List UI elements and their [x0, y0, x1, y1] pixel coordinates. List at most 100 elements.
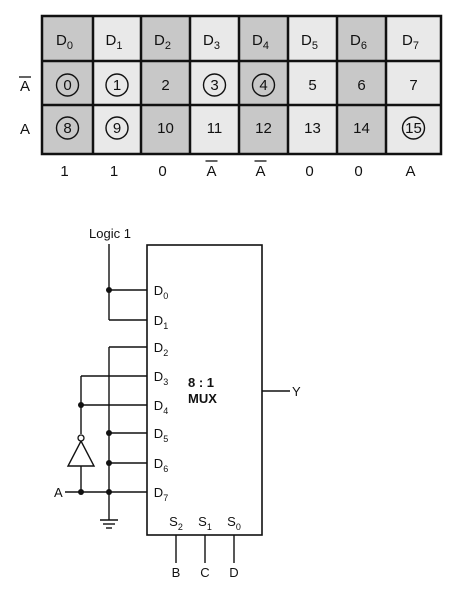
cell-value: 6	[357, 77, 365, 94]
table-cell	[42, 105, 93, 154]
result-value: A	[255, 163, 265, 180]
column-header: D5	[301, 32, 318, 52]
table-cell	[141, 105, 190, 154]
cell-value: 8	[63, 120, 71, 137]
result-value: 0	[158, 163, 166, 180]
column-header: D3	[203, 32, 220, 52]
junction-dot	[78, 402, 84, 408]
ground-icon	[100, 519, 118, 529]
mux-input-label: D0	[154, 283, 168, 301]
column-header: D6	[350, 32, 367, 52]
mux-input-label: D7	[154, 485, 168, 503]
result-value: A	[405, 163, 415, 180]
mux-box	[146, 244, 263, 536]
result-value: A	[206, 163, 216, 180]
table-cell	[239, 16, 288, 61]
circle-mark	[55, 73, 80, 97]
table-cell	[239, 61, 288, 105]
circle-mark	[202, 73, 227, 97]
cell-value: 2	[161, 77, 169, 94]
cell-value: 5	[308, 77, 316, 94]
select-variable: C	[200, 565, 209, 580]
mux-label-ratio: 8 : 1	[188, 375, 214, 390]
output-label: Y	[292, 384, 301, 399]
column-header: D2	[154, 32, 171, 52]
cell-value: 1	[113, 77, 121, 94]
cell-value: 3	[210, 77, 218, 94]
table-cells	[42, 16, 441, 154]
table-cell	[288, 61, 337, 105]
mux-select-label: S1	[198, 514, 212, 532]
table-cell	[288, 16, 337, 61]
row-label: A	[20, 78, 30, 95]
logic-1-label: Logic 1	[89, 226, 131, 241]
table-cell	[42, 61, 93, 105]
column-header: D0	[56, 32, 73, 52]
junction-dot	[106, 489, 112, 495]
mux-input-label: D2	[154, 340, 168, 358]
mux-input-label: D3	[154, 369, 168, 387]
table-cell	[93, 16, 141, 61]
junction-dot	[106, 460, 112, 466]
cell-value: 13	[304, 120, 321, 137]
cell-value: 14	[353, 120, 370, 137]
mux-input-label: D6	[154, 456, 168, 474]
mux-select-label: S0	[227, 514, 241, 532]
table-cell	[190, 105, 239, 154]
table-cell	[337, 61, 386, 105]
a-input-label: A	[54, 485, 63, 500]
cell-value: 15	[405, 120, 422, 137]
column-header: D1	[106, 32, 123, 52]
table-cell	[141, 16, 190, 61]
table-cell	[288, 105, 337, 154]
mux-circuit: 8 : 1 MUX Y Logic 1	[54, 226, 301, 580]
cell-value: 7	[409, 77, 417, 94]
table-cell	[190, 61, 239, 105]
mux-input-label: D4	[154, 398, 168, 416]
circle-mark	[105, 73, 129, 97]
result-value: 1	[110, 163, 118, 180]
mux-input-label: D5	[154, 426, 168, 444]
cell-value: 11	[207, 120, 223, 137]
table-cell	[190, 16, 239, 61]
table-vlines	[91, 16, 388, 154]
row-label: A	[20, 121, 30, 138]
table-cell	[386, 105, 441, 154]
mux-select-label: S2	[169, 514, 183, 532]
column-header: D4	[252, 32, 269, 52]
result-value: 0	[354, 163, 362, 180]
table-border	[40, 14, 443, 156]
junction-dot	[106, 430, 112, 436]
mux-select-labels: S2B S1C S0D	[169, 514, 241, 580]
cell-value: 9	[113, 120, 121, 137]
table-cell	[93, 61, 141, 105]
table-cell	[93, 105, 141, 154]
junction-dot	[106, 287, 112, 293]
table-cell	[337, 105, 386, 154]
table-cell	[386, 61, 441, 105]
column-headers: D0 D1 D2 D3 D4 D5 D6 D7	[56, 32, 419, 52]
circle-mark	[105, 116, 129, 140]
junction-dot	[78, 489, 84, 495]
table-cell	[337, 16, 386, 61]
table-cell	[42, 16, 93, 61]
cell-value: 12	[255, 120, 272, 137]
result-row: 1 1 0 A A 0 0 A	[60, 160, 416, 180]
cell-value: 0	[63, 77, 71, 94]
circle-mark	[251, 73, 276, 97]
mux-input-label: D1	[154, 313, 168, 331]
select-variable: D	[229, 565, 238, 580]
select-variable: B	[172, 565, 181, 580]
circle-mark	[55, 116, 80, 140]
result-value: 1	[60, 163, 68, 180]
table-cell	[239, 105, 288, 154]
circle-mark	[401, 116, 426, 140]
cell-value: 4	[259, 77, 267, 94]
row-labels: AA	[19, 76, 31, 138]
column-header: D7	[402, 32, 419, 52]
result-value: 0	[305, 163, 313, 180]
